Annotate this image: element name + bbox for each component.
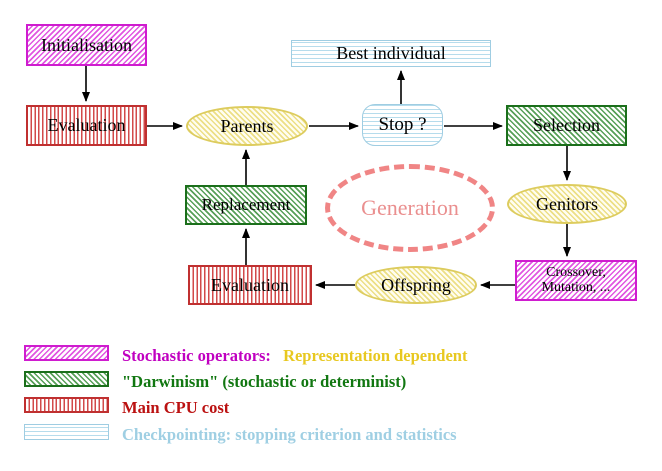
node-best-individual: Best individual bbox=[291, 40, 491, 67]
legend-label-stochastic-operators: Stochastic operators: Representation dep… bbox=[122, 346, 467, 366]
crossover-line1: Crossover, bbox=[546, 264, 606, 280]
legend-swatch-checkpointing bbox=[24, 424, 109, 440]
legend-swatch-stochastic-operators bbox=[24, 345, 109, 361]
node-evaluation-bottom: Evaluation bbox=[188, 265, 312, 305]
node-replacement: Replacement bbox=[185, 185, 307, 225]
legend-label-cpu-cost: Main CPU cost bbox=[122, 398, 230, 417]
legend-label-darwinism: "Darwinism" (stochastic or determinist) bbox=[122, 372, 407, 391]
legend-label-checkpointing: Checkpointing: stopping criterion and st… bbox=[122, 425, 457, 444]
node-parents: Parents bbox=[186, 106, 308, 146]
node-genitors: Genitors bbox=[507, 184, 627, 224]
node-evaluation-top: Evaluation bbox=[26, 105, 147, 146]
legend-text-representation: Representation dependent bbox=[283, 346, 468, 365]
legend-swatch-cpu-cost bbox=[24, 397, 109, 413]
node-generation: Generation bbox=[325, 164, 495, 252]
legend-text-stochastic: Stochastic operators: bbox=[122, 346, 271, 365]
node-offspring: Offspring bbox=[355, 266, 477, 304]
node-initialisation: Initialisation bbox=[26, 24, 147, 66]
node-crossover-mutation: Crossover, Mutation, ... bbox=[515, 260, 637, 301]
legend-swatch-darwinism bbox=[24, 371, 109, 387]
node-stop: Stop ? bbox=[362, 104, 443, 146]
node-selection: Selection bbox=[506, 105, 627, 146]
crossover-line2: Mutation, ... bbox=[541, 279, 611, 295]
